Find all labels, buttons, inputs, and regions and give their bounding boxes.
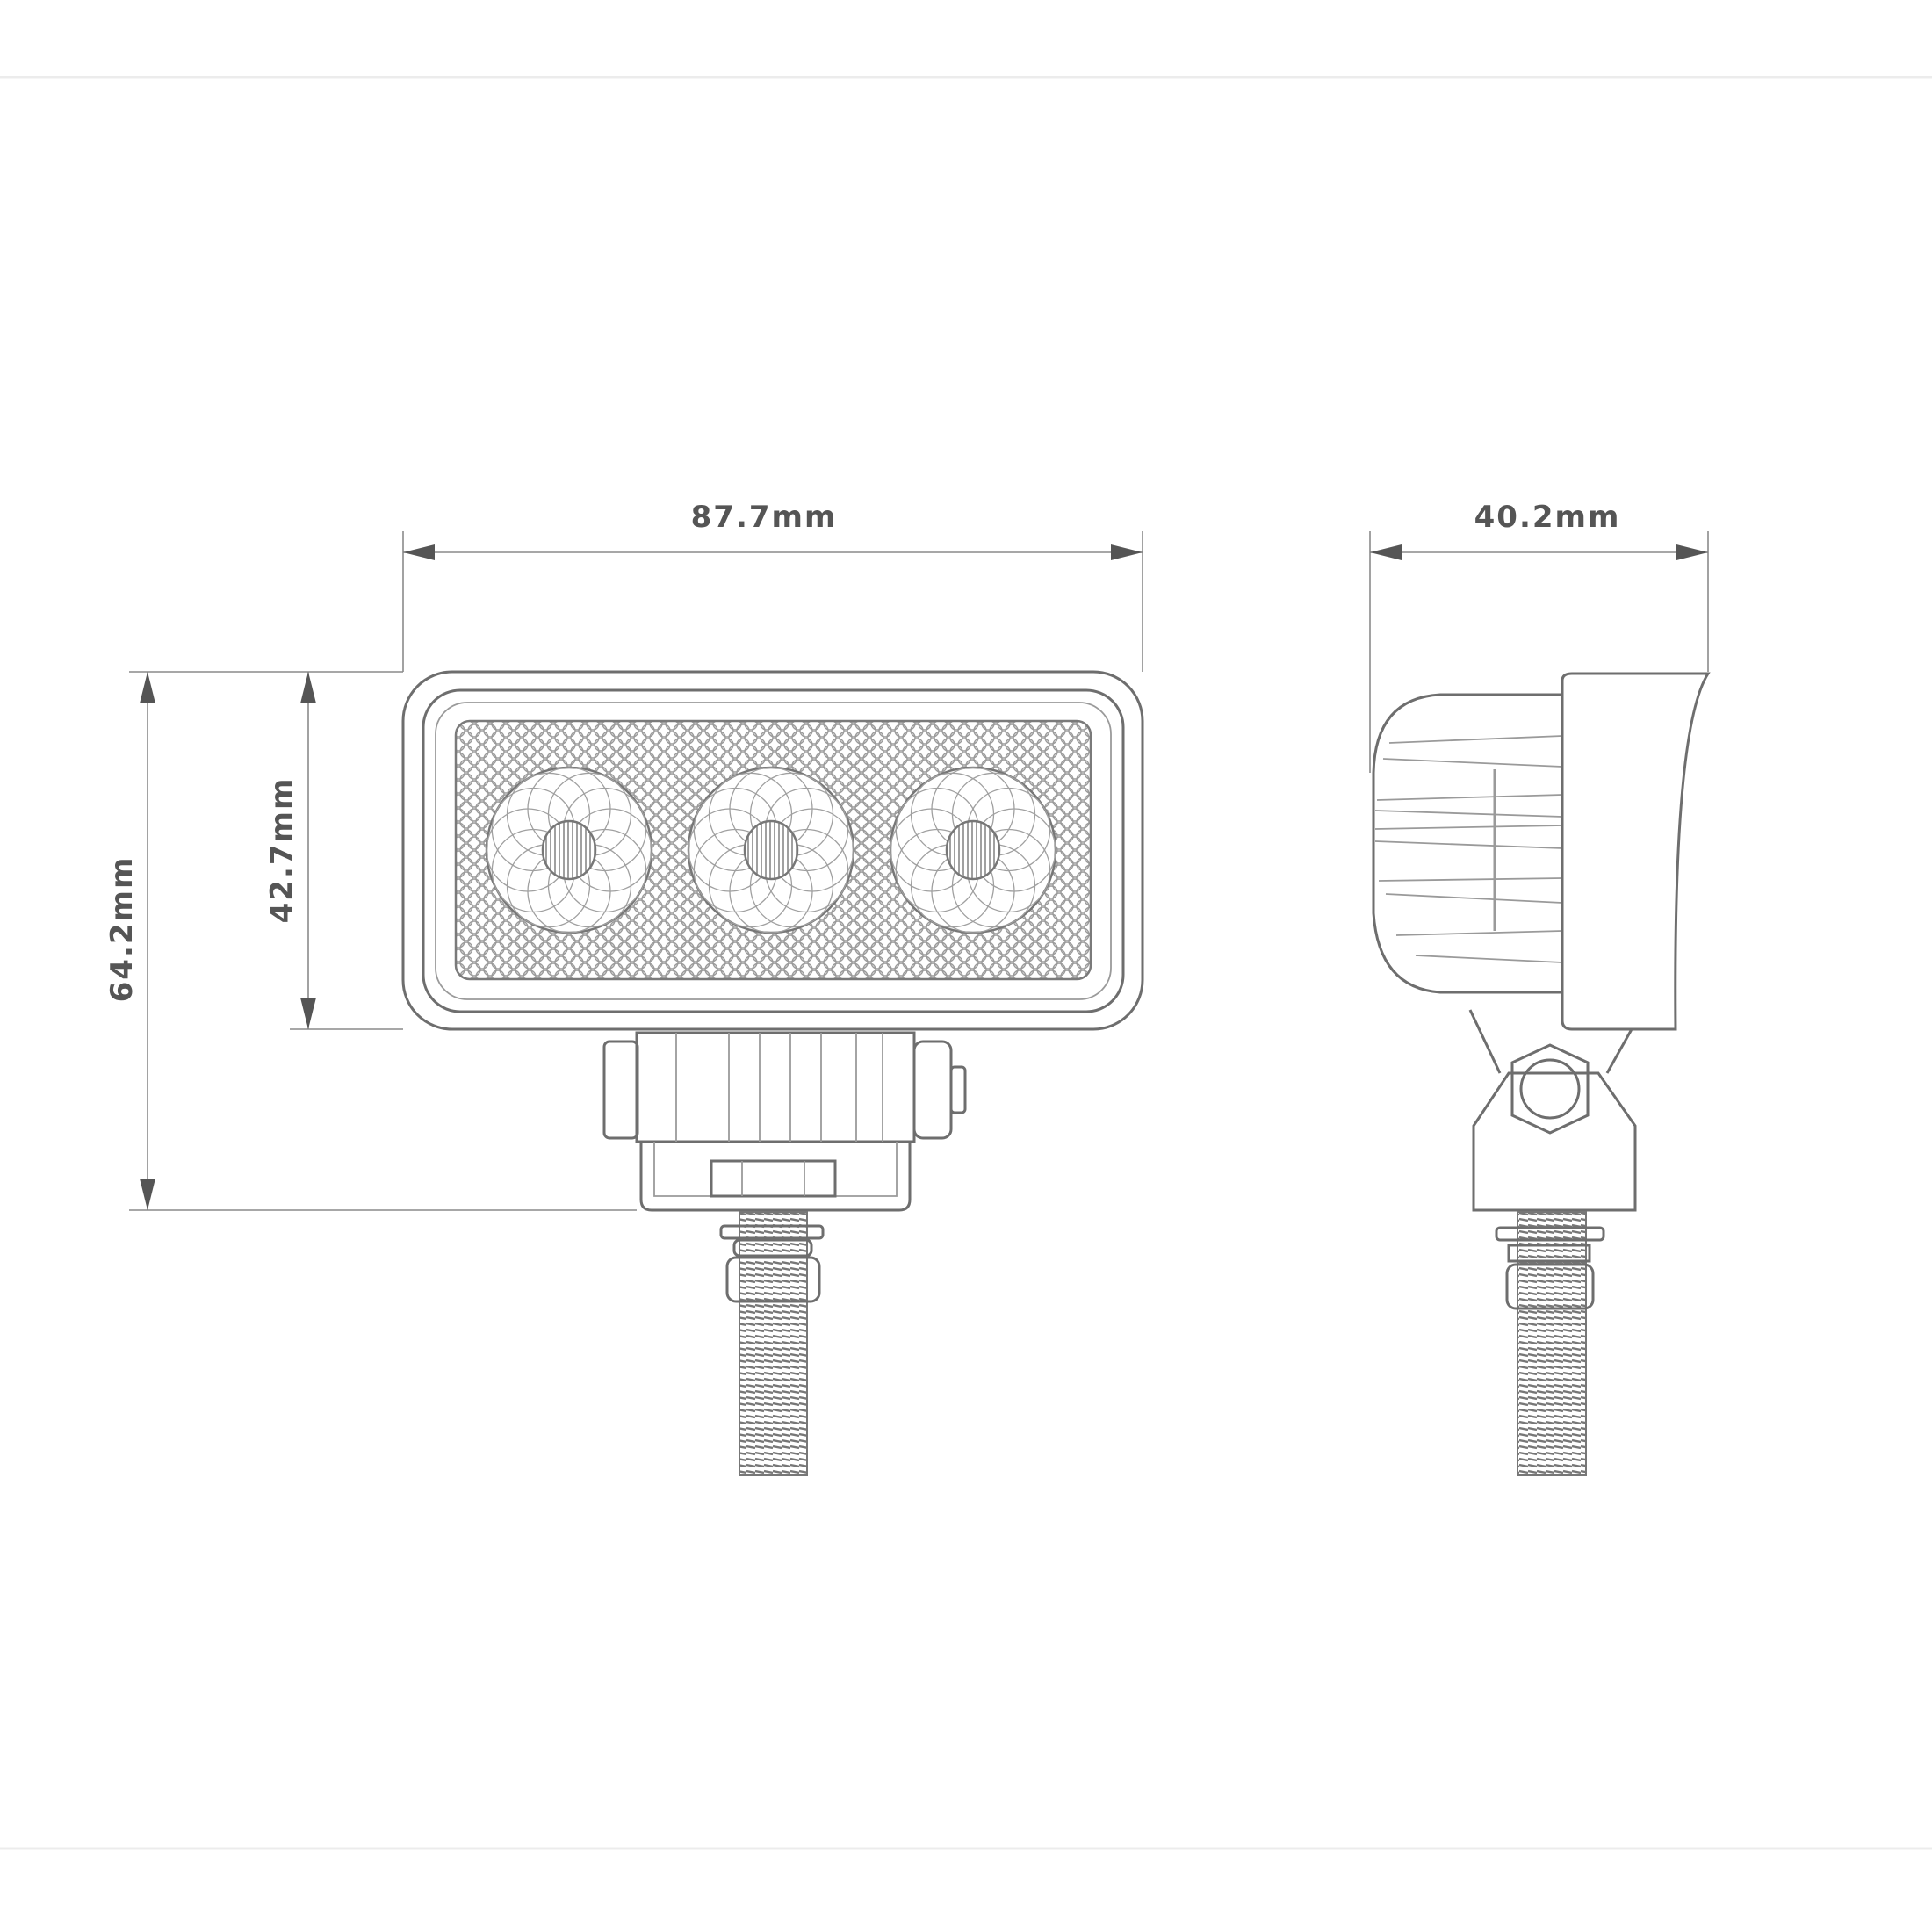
led-reflector — [889, 766, 1057, 934]
overall-height-dimension: 64.2mm — [105, 671, 637, 1211]
lock-nut — [725, 1256, 821, 1303]
front-face — [1561, 672, 1711, 1031]
width-label: 87.7mm — [691, 500, 838, 535]
side-view: 40.2mm — [1369, 500, 1711, 1476]
bezel-outer — [422, 688, 1125, 1013]
arrow-right-icon — [1111, 544, 1143, 560]
arrow-down-icon — [140, 1179, 155, 1210]
overall-height-label: 64.2mm — [105, 856, 140, 1003]
front-view: 87.7mm 64.2mm 42.7mm — [105, 500, 1144, 1476]
hex-nut — [1510, 1043, 1590, 1135]
heat-sink — [1372, 693, 1564, 994]
right-knob — [912, 1040, 953, 1140]
housing-outline — [401, 670, 1144, 1031]
led-chip — [541, 819, 597, 881]
depth-label: 40.2mm — [1474, 500, 1621, 535]
arrow-left-icon — [403, 544, 435, 560]
led-reflector — [485, 766, 653, 934]
led-chip — [743, 819, 799, 881]
led-reflector — [687, 766, 855, 934]
depth-dimension: 40.2mm — [1369, 500, 1709, 773]
width-dimension: 87.7mm — [402, 500, 1143, 672]
bezel-inner — [435, 702, 1112, 1000]
housing-height-dimension: 42.7mm — [264, 672, 403, 1030]
housing-height-label: 42.7mm — [264, 777, 299, 924]
arrow-up-icon — [300, 672, 316, 703]
pivot-bolt — [1519, 1058, 1581, 1120]
arrow-left-icon — [1370, 544, 1402, 560]
arrow-right-icon — [1676, 544, 1708, 560]
lock-nut — [1505, 1263, 1595, 1310]
hex-nut — [710, 1159, 837, 1198]
arrow-up-icon — [140, 672, 155, 703]
mount-bracket — [602, 1031, 967, 1212]
led-chip — [945, 819, 1001, 881]
mount-bolt — [719, 1211, 825, 1476]
left-knob — [602, 1040, 639, 1140]
bracket-base — [1472, 1071, 1637, 1212]
cooling-fins — [1374, 735, 1563, 963]
led-group — [485, 766, 1057, 934]
arrow-down-icon — [300, 998, 316, 1029]
side-mount-bolt — [1495, 1211, 1605, 1476]
